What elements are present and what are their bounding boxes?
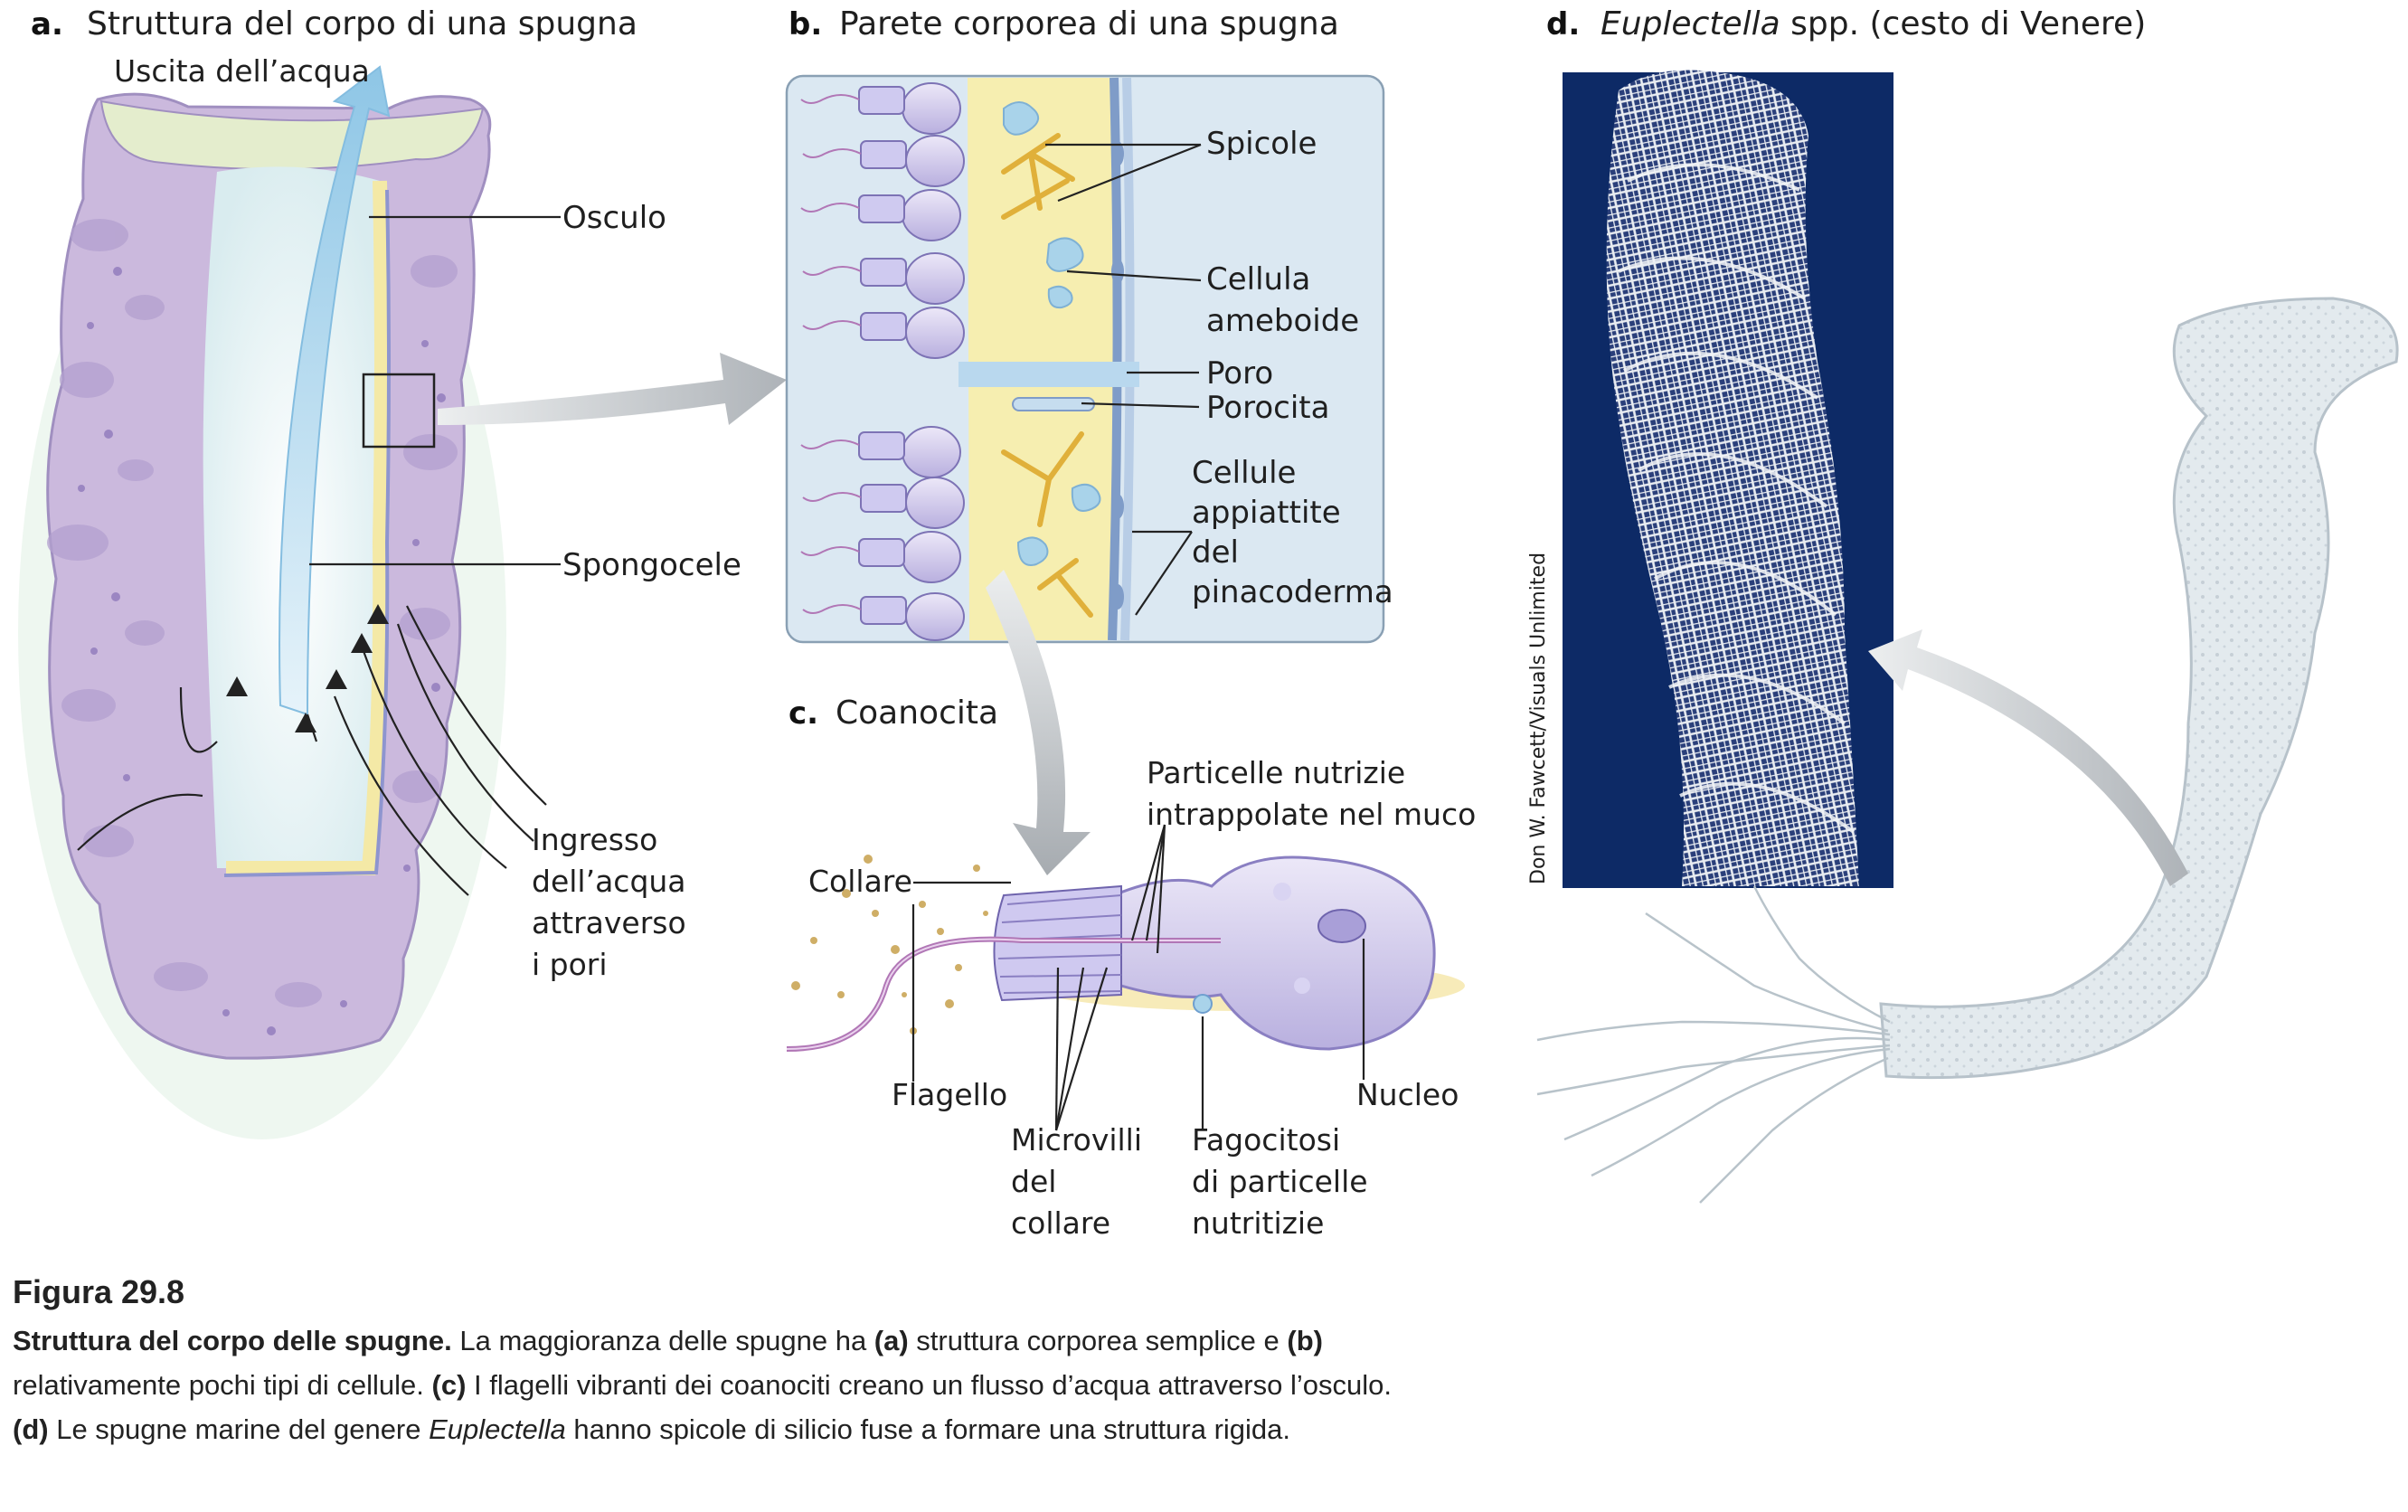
label-phagocytosis-3: nutritizie [1192, 1205, 1324, 1241]
body-wall-illustration [785, 74, 1385, 644]
panel-a-letter: a. [31, 6, 63, 43]
connector-arrow-a-b [438, 353, 787, 425]
connector-arrow-b-c [986, 570, 1091, 875]
label-water-out: Uscita dell’acqua [114, 53, 370, 89]
panel-c: c. Coanocita [786, 695, 1476, 1241]
caption-ref-b: (b) [1287, 1325, 1323, 1356]
label-collar: Collare [808, 864, 912, 899]
label-flat-cells-1: Cellule [1192, 455, 1296, 491]
caption-body: Struttura del corpo delle spugne. La mag… [13, 1318, 1423, 1451]
label-porocyte: Porocita [1206, 390, 1329, 426]
caption-text-2: struttura corporea semplice e [908, 1325, 1288, 1356]
label-water-in-3: attraverso [532, 905, 686, 940]
label-amoeboid-1: Cellula [1206, 261, 1310, 298]
figure-number: Figura 29.8 [13, 1273, 185, 1310]
label-food-particles-2: intrappolate nel muco [1147, 797, 1476, 832]
nucleus-shape [1317, 909, 1366, 943]
panel-c-leaders [911, 824, 1365, 1131]
label-flat-cells-2: appiattite [1192, 495, 1341, 531]
euplectella-photo: Don W. Fawcett/Visuals Unlimited [1527, 70, 1893, 888]
panel-a: a. Struttura del corpo di una spugna [18, 5, 741, 1139]
photo-credit: Don W. Fawcett/Visuals Unlimited [1527, 553, 1550, 884]
label-flat-cells-4: pinacoderma [1192, 574, 1393, 610]
caption-ref-c: (c) [431, 1369, 467, 1401]
panel-c-letter: c. [789, 695, 818, 732]
label-microvilli-3: collare [1011, 1205, 1110, 1241]
label-microvilli-2: del [1011, 1164, 1056, 1199]
panel-b: b. Parete corporea di una spugna [785, 5, 1393, 644]
panel-d: d. Euplectella spp. (cesto di Venere) Do… [1527, 5, 2399, 1204]
panel-d-title: Euplectella spp. (cesto di Venere) [1601, 5, 2146, 43]
caption-genus: Euplectella [429, 1413, 566, 1445]
label-water-in-4: i pori [532, 947, 608, 982]
caption-text-1: La maggioranza delle spugne ha [451, 1325, 874, 1356]
caption-bold-intro: Struttura del corpo delle spugne. [13, 1325, 452, 1356]
label-osculum: Osculo [562, 200, 666, 236]
sponge-body-illustration [18, 65, 547, 1139]
label-water-in-2: dell’acqua [532, 864, 686, 899]
label-nucleus: Nucleo [1356, 1077, 1459, 1112]
panel-d-title-rest: spp. (cesto di Venere) [1780, 5, 2147, 43]
label-flagellum: Flagello [892, 1077, 1007, 1112]
label-phagocytosis-1: Fagocitosi [1192, 1122, 1340, 1158]
panel-b-title: Parete corporea di una spugna [839, 5, 1339, 43]
panel-a-title: Struttura del corpo di una spugna [87, 5, 637, 43]
label-spicules: Spicole [1206, 126, 1317, 162]
caption-text-3: relativamente pochi tipi di cellule. [13, 1369, 432, 1401]
caption-ref-a: (a) [873, 1325, 909, 1356]
label-flat-cells-3: del [1192, 534, 1239, 571]
connector-arrow-d [1868, 629, 2188, 886]
choanocyte-row [800, 82, 965, 641]
panel-d-letter: d. [1546, 6, 1580, 43]
euplectella-drawing [1536, 297, 2399, 1204]
label-spongocoel: Spongocele [562, 547, 741, 583]
caption-text-4: I flagelli vibranti dei coanociti creano… [466, 1369, 1392, 1401]
label-phagocytosis-2: di particelle [1192, 1164, 1368, 1199]
panel-b-leaders [1045, 143, 1202, 616]
label-amoeboid-2: ameboide [1206, 303, 1359, 339]
label-water-in-1: Ingresso [532, 822, 657, 857]
panel-b-letter: b. [789, 6, 822, 43]
label-food-particles-1: Particelle nutrizie [1147, 755, 1405, 790]
label-microvilli-1: Microvilli [1011, 1122, 1142, 1158]
caption-text-5: Le spugne marine del genere [48, 1413, 430, 1445]
label-pore: Poro [1206, 355, 1273, 392]
figure-caption: Figura 29.8 Struttura del corpo delle sp… [13, 1273, 1423, 1451]
caption-text-6: hanno spicole di silicio fuse a formare … [565, 1413, 1291, 1445]
panel-c-title: Coanocita [836, 695, 998, 732]
panel-d-title-genus: Euplectella [1601, 5, 1780, 43]
inset-box [362, 373, 436, 449]
choanocyte-illustration [786, 855, 1465, 1052]
caption-ref-d: (d) [13, 1413, 49, 1445]
